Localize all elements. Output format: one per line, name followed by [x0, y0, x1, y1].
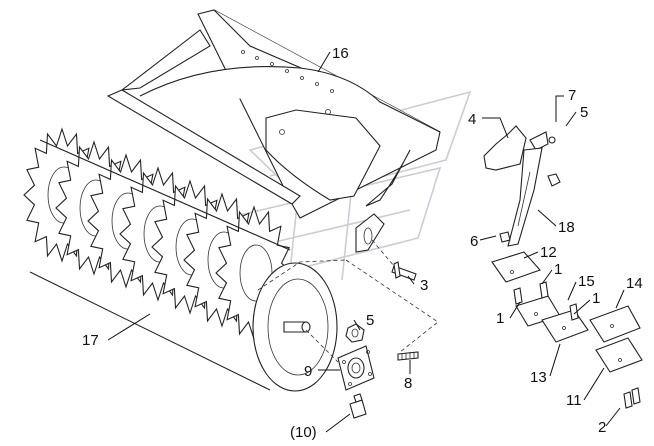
star-rotor-part: [23, 127, 338, 392]
bracket-assembly-part: [483, 125, 561, 247]
callout-1-c: 1: [496, 310, 504, 327]
star-discs: [23, 127, 293, 341]
callout-9: 9: [304, 363, 312, 380]
callout-15: 15: [578, 273, 595, 290]
frame-part: [106, 9, 441, 253]
bearing-part: [337, 345, 375, 391]
callout-6: 6: [470, 233, 478, 250]
callout-17: 17: [82, 332, 99, 349]
callout-labels: 16 7 5 4 18 6 12 1 15 1 1 14 3 17 5 8 9 …: [82, 45, 643, 441]
callout-4: 4: [468, 111, 476, 128]
callout-5-upper: 5: [580, 104, 588, 121]
callout-8: 8: [404, 375, 412, 392]
callout-2: 2: [598, 419, 606, 436]
callout-7: 7: [568, 87, 576, 104]
callout-16: 16: [332, 45, 349, 62]
callout-1-b: 1: [592, 290, 600, 307]
callout-1-a: 1: [554, 261, 562, 278]
grease-fitting-part: [349, 393, 367, 419]
bolt-part: [391, 261, 417, 281]
hex-nut-part: [345, 323, 365, 343]
callout-11: 11: [566, 392, 582, 409]
callout-18: 18: [558, 219, 575, 236]
stud-bolt-part: [397, 351, 419, 361]
callout-12: 12: [540, 244, 557, 261]
dashed-assembly-lines: [257, 239, 439, 363]
callout-3: 3: [420, 277, 428, 294]
callout-13: 13: [530, 369, 547, 386]
screws-part: [513, 281, 641, 409]
callout-10: (10): [290, 424, 317, 441]
callout-14: 14: [626, 275, 643, 292]
plate-set-part: [491, 251, 643, 373]
callout-leaders: [107, 51, 625, 433]
callout-5-lower: 5: [366, 312, 374, 329]
